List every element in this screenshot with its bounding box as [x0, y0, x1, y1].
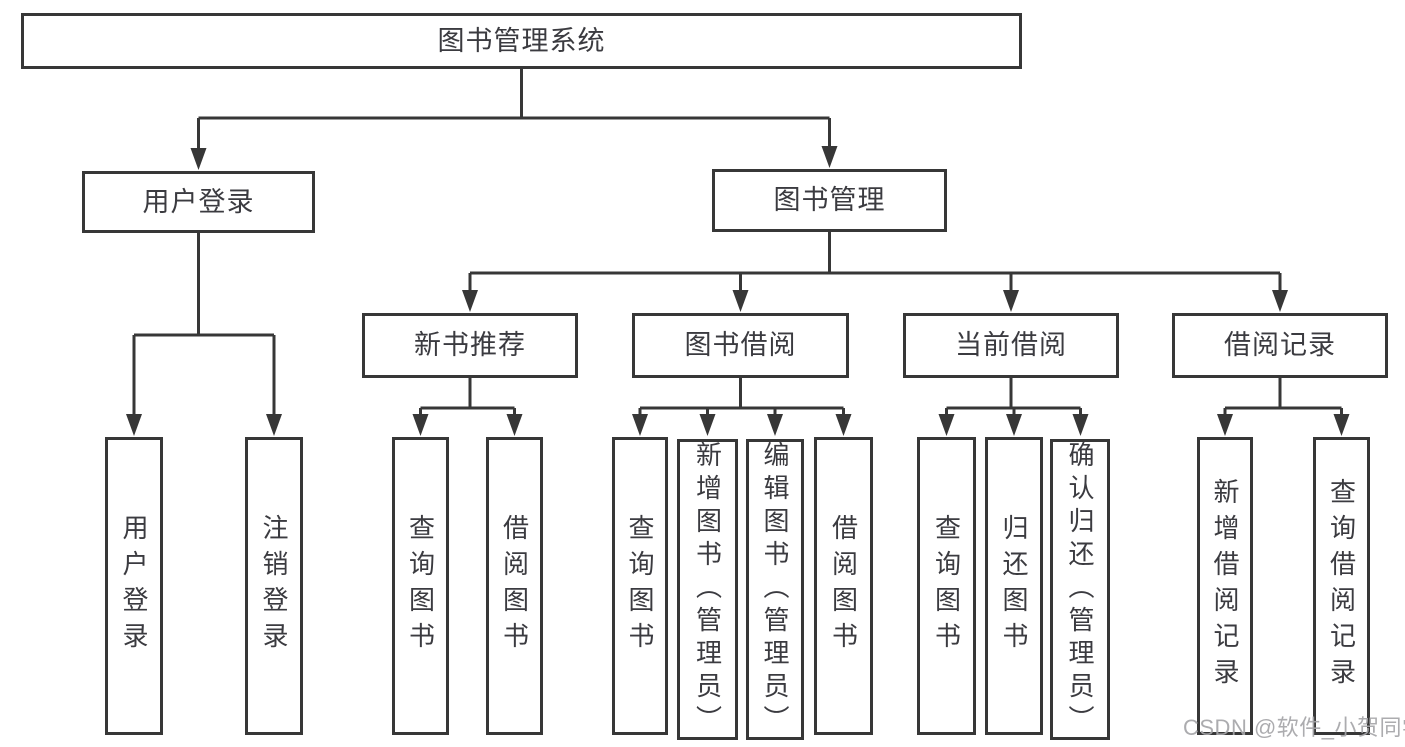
leaf-user-login: 用户登录: [105, 437, 163, 735]
leaf-label: 查询图书: [625, 514, 655, 658]
node-label: 当前借阅: [955, 330, 1067, 360]
leaf-label: 新增借阅记录: [1210, 478, 1240, 694]
node-label: 新书推荐: [414, 330, 526, 360]
leaf-query-books-3: 查询图书: [917, 437, 976, 735]
node-label: 图书借阅: [684, 330, 797, 360]
leaf-label: 查询图书: [931, 514, 962, 658]
leaf-label: 查询图书: [405, 514, 436, 658]
node-borrowing-records: 借阅记录: [1172, 313, 1388, 378]
leaf-return-books: 归还图书: [985, 437, 1043, 735]
node-book-borrowing: 图书借阅: [632, 313, 849, 378]
leaf-borrow-books-1: 借阅图书: [486, 437, 543, 735]
leaf-label: 借阅图书: [499, 514, 530, 658]
leaf-label: 归还图书: [999, 514, 1029, 658]
leaf-query-borrow-record: 查询借阅记录: [1313, 437, 1370, 735]
leaf-label: 确认归还（管理员）: [1065, 441, 1095, 738]
leaf-label: 编辑图书（管理员）: [760, 441, 790, 738]
leaf-query-books-2: 查询图书: [612, 437, 668, 735]
csdn-watermark: CSDN @软件_小贺同学: [1183, 715, 1405, 740]
leaf-borrow-books-2: 借阅图书: [814, 437, 873, 735]
node-label: 图书管理系统: [437, 25, 606, 56]
node-book-management: 图书管理: [712, 169, 947, 232]
leaf-edit-books-admin: 编辑图书（管理员）: [746, 439, 804, 740]
node-label: 用户登录: [142, 186, 255, 217]
leaf-add-books-admin: 新增图书（管理员）: [677, 439, 738, 740]
leaf-label: 用户登录: [119, 514, 149, 658]
leaf-label: 借阅图书: [828, 514, 859, 658]
leaf-logout: 注销登录: [245, 437, 303, 735]
leaf-label: 新增图书（管理员）: [692, 441, 723, 738]
leaf-confirm-return-admin: 确认归还（管理员）: [1050, 439, 1110, 740]
leaf-label: 注销登录: [259, 514, 289, 658]
leaf-add-borrow-record: 新增借阅记录: [1197, 437, 1253, 735]
node-new-book-recommendation: 新书推荐: [362, 313, 578, 378]
leaf-query-books-1: 查询图书: [392, 437, 449, 735]
leaf-label: 查询借阅记录: [1326, 478, 1357, 694]
node-current-borrowing: 当前借阅: [903, 313, 1119, 378]
node-user-login: 用户登录: [82, 171, 315, 233]
node-label: 借阅记录: [1224, 330, 1336, 360]
node-label: 图书管理: [773, 185, 886, 215]
node-library-management-system: 图书管理系统: [21, 13, 1022, 69]
